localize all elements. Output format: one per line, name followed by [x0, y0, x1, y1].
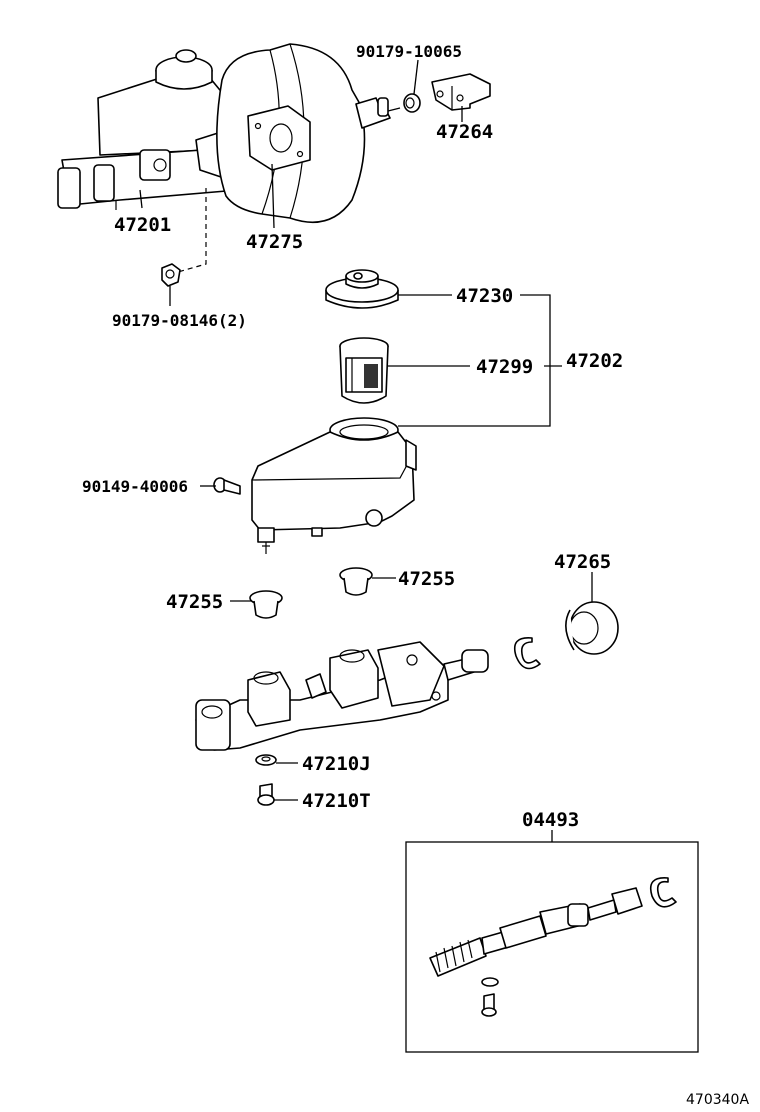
label-04493[interactable]: 04493 [522, 809, 579, 831]
label-47255-left[interactable]: 47255 [166, 591, 223, 613]
piston-kit-drawing[interactable] [429, 887, 643, 977]
washer-47210J-drawing[interactable] [255, 754, 277, 766]
snap-ring-drawing[interactable] [513, 637, 541, 670]
grommet-47255-left-drawing[interactable] [249, 590, 283, 619]
label-47264[interactable]: 47264 [436, 121, 493, 143]
label-47230[interactable]: 47230 [456, 285, 513, 307]
label-47275[interactable]: 47275 [246, 231, 303, 253]
leader-lines [139, 59, 593, 842]
label-90179-08146[interactable]: 90179-08146(2) [112, 311, 247, 330]
label-47202[interactable]: 47202 [566, 350, 623, 372]
reservoir-body-drawing[interactable] [251, 417, 417, 554]
reservoir-cap-drawing[interactable] [325, 269, 399, 309]
label-47255-right[interactable]: 47255 [398, 568, 455, 590]
bolt-47210T-drawing[interactable] [257, 783, 275, 806]
label-47210J[interactable]: 47210J [302, 753, 371, 775]
clevis-nut-drawing[interactable] [403, 93, 421, 113]
label-90179-10065[interactable]: 90179-10065 [356, 42, 462, 61]
label-47265[interactable]: 47265 [554, 551, 611, 573]
kit-bolt-drawing[interactable] [481, 993, 497, 1017]
label-47299[interactable]: 47299 [476, 356, 533, 378]
label-90149-40006[interactable]: 90149-40006 [82, 477, 188, 496]
kit-snap-ring-drawing[interactable] [649, 877, 677, 908]
label-47210T[interactable]: 47210T [302, 790, 371, 812]
screw-90149-40006-drawing[interactable] [213, 477, 241, 495]
master-cylinder-body-drawing[interactable] [195, 641, 489, 751]
label-47201[interactable]: 47201 [114, 214, 171, 236]
diagram-code: 470340A [686, 1092, 749, 1108]
clevis-47264-drawing[interactable] [431, 73, 491, 111]
seal-47265-drawing[interactable] [565, 601, 619, 655]
grommet-47255-right-drawing[interactable] [339, 567, 373, 596]
bolt-90179-08146-drawing[interactable] [161, 263, 181, 287]
reservoir-strainer-drawing[interactable] [339, 337, 389, 404]
kit-04493-box [405, 841, 699, 1053]
brake-booster-drawing[interactable] [216, 43, 401, 224]
kit-washer-drawing[interactable] [481, 977, 499, 987]
